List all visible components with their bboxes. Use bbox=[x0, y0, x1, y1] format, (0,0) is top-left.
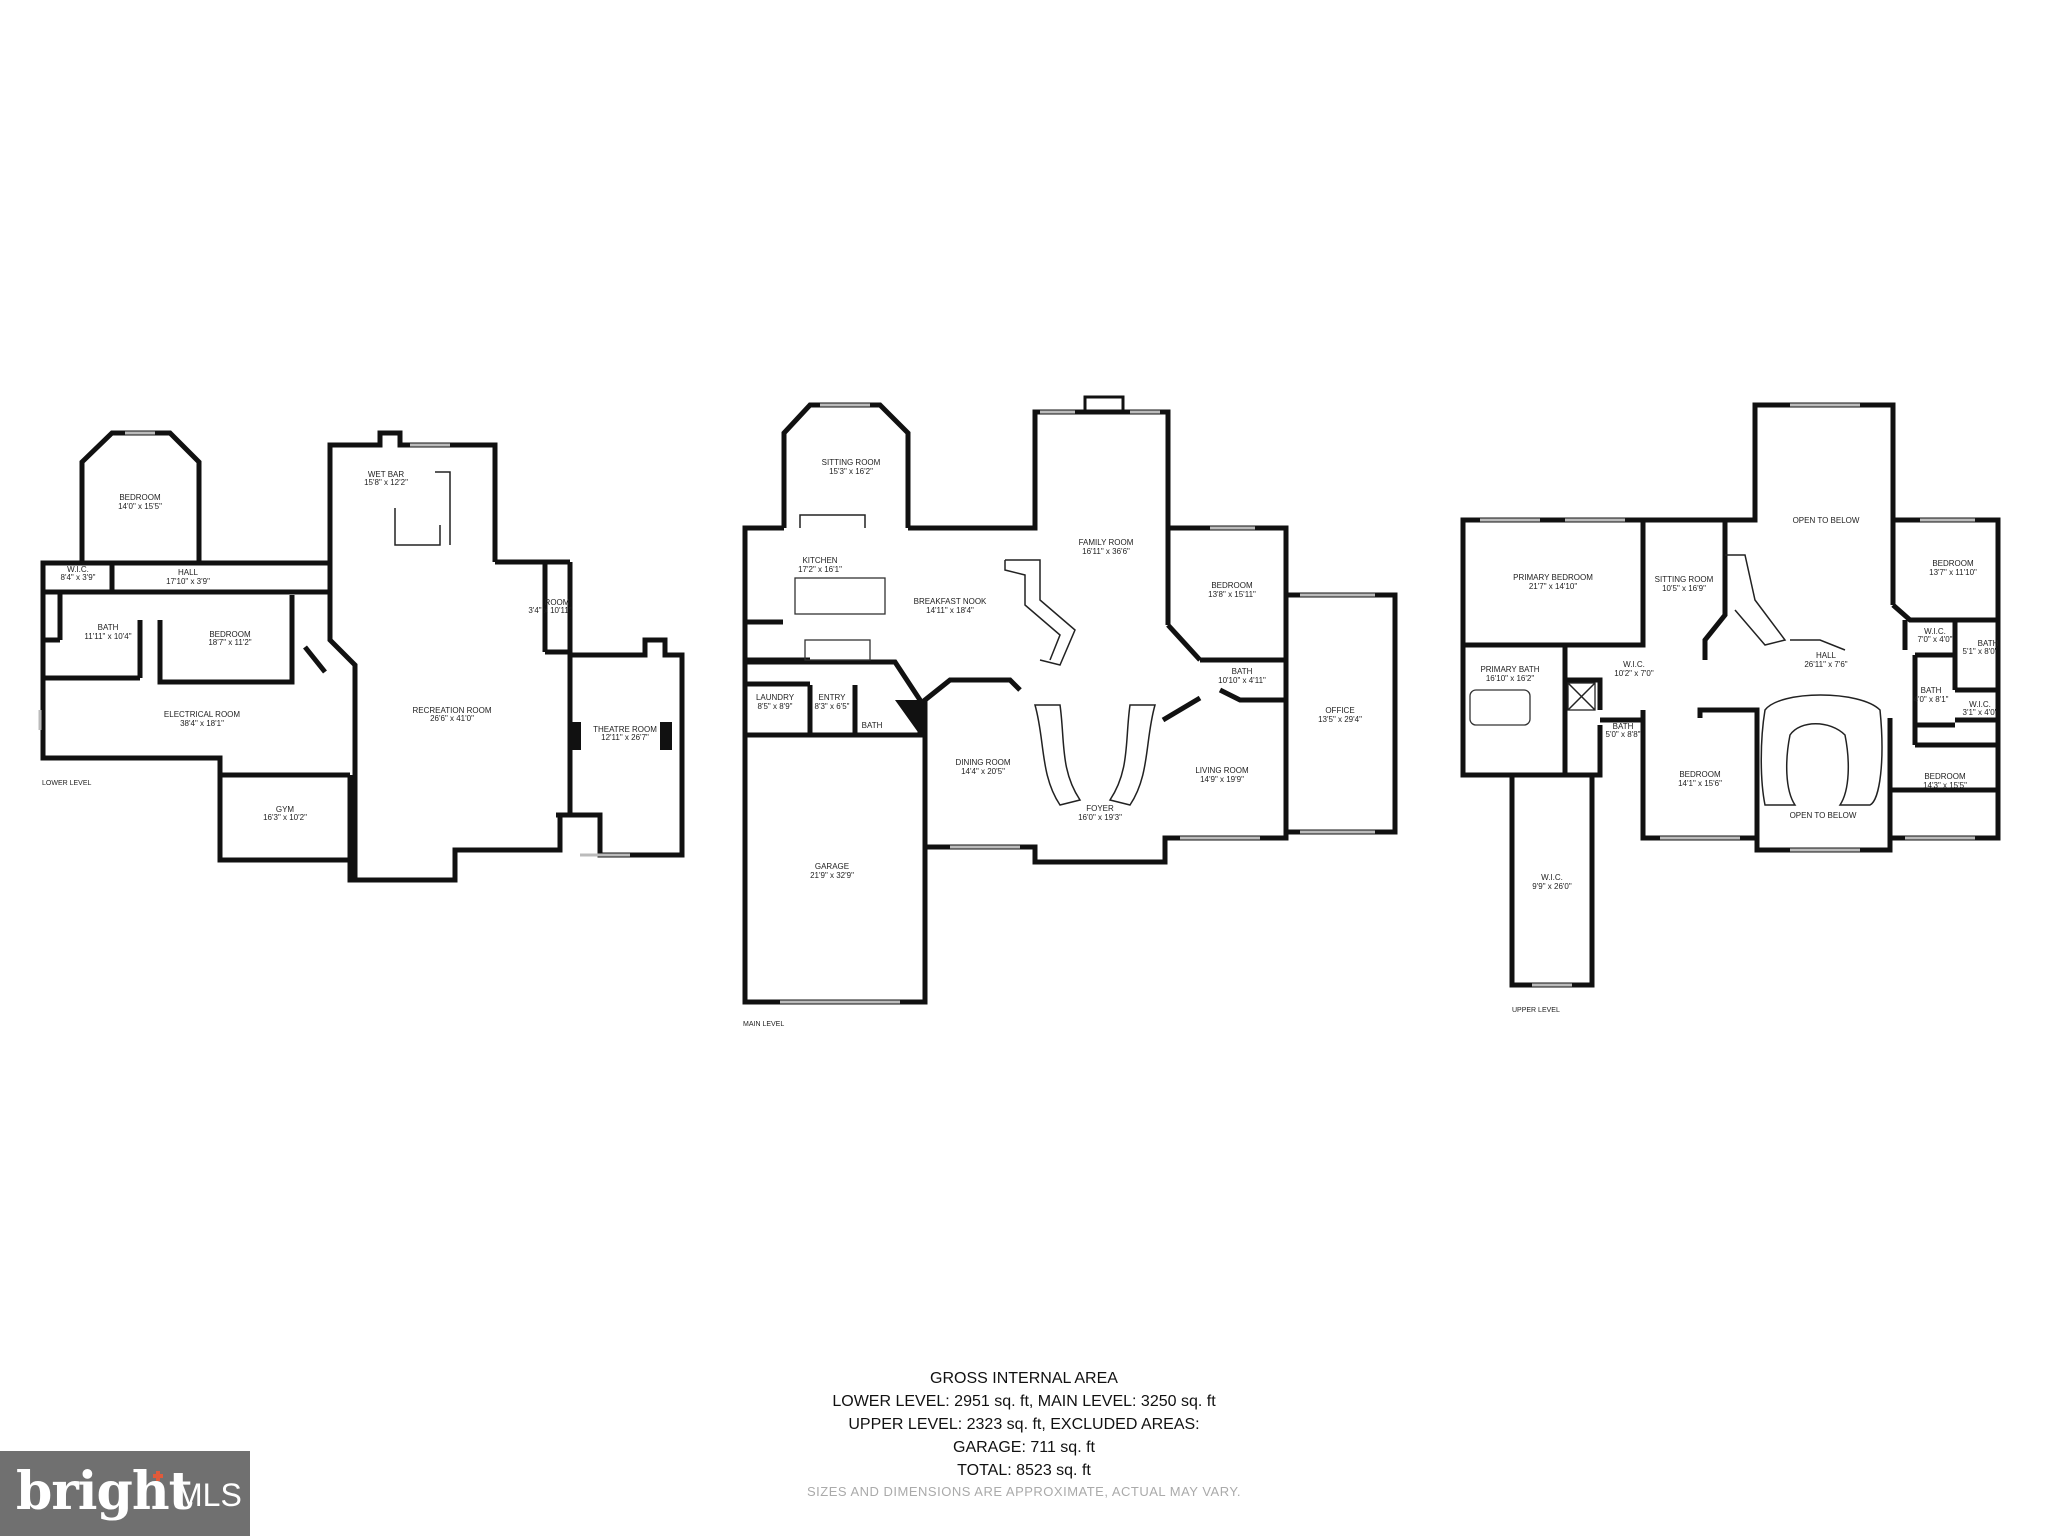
room-dims: 13'7" x 11'10" bbox=[1929, 568, 1977, 577]
room-dims: 12'11" x 26'7" bbox=[601, 733, 649, 742]
area-summary-line: GARAGE: 711 sq. ft bbox=[953, 1439, 1095, 1456]
area-summary-heading: GROSS INTERNAL AREA bbox=[930, 1370, 1118, 1387]
area-summary-line: LOWER LEVEL: 2951 sq. ft, MAIN LEVEL: 32… bbox=[832, 1393, 1216, 1410]
logo-wordmark: bright bbox=[16, 1461, 193, 1522]
room-label: GYM bbox=[276, 805, 295, 814]
room-label: BEDROOM bbox=[1924, 772, 1966, 781]
room-label: PRIMARY BATH bbox=[1480, 665, 1539, 674]
room-label: DINING ROOM bbox=[955, 758, 1010, 767]
room-label: BEDROOM bbox=[209, 630, 251, 639]
room-dims: 18'7" x 11'2" bbox=[208, 638, 251, 647]
room-dims: 10'5" x 16'9" bbox=[1662, 584, 1706, 593]
room-dims: 14'0" x 15'5" bbox=[118, 502, 162, 511]
room-label: BEDROOM bbox=[1211, 581, 1253, 590]
room-label: OPEN TO BELOW bbox=[1790, 811, 1857, 820]
room-dims: 11'11" x 10'4" bbox=[84, 632, 131, 641]
room-label: W.I.C. bbox=[1623, 660, 1645, 669]
room-label: WET BAR bbox=[368, 470, 405, 479]
room-label: BREAKFAST NOOK bbox=[914, 597, 987, 606]
room-dims: 15'8" x 12'2" bbox=[364, 478, 408, 487]
room-dims: 4'0" x 8'1" bbox=[1914, 695, 1949, 704]
room-label: LIVING ROOM bbox=[1195, 766, 1249, 775]
main-level-plan bbox=[742, 395, 1398, 1005]
disclaimer: SIZES AND DIMENSIONS ARE APPROXIMATE, AC… bbox=[807, 1484, 1241, 1499]
room-label: ROOM bbox=[545, 598, 570, 607]
room-label: W.I.C. bbox=[1541, 873, 1563, 882]
room-label: HALL bbox=[178, 568, 199, 577]
room-dims: 17'10" x 3'9" bbox=[166, 577, 210, 586]
room-dims: 14'3" x 15'5" bbox=[1923, 781, 1967, 790]
logo-suffix: MLS bbox=[176, 1477, 242, 1513]
room-dims: 13'8" x 15'11" bbox=[1208, 590, 1256, 599]
room-label: FAMILY ROOM bbox=[1079, 538, 1134, 547]
room-dims: 21'9" x 32'9" bbox=[810, 871, 854, 880]
room-dims: 8'3" x 6'5" bbox=[815, 702, 850, 711]
room-dims: 13'5" x 29'4" bbox=[1318, 715, 1362, 724]
room-dims: 3'4" x 10'11" bbox=[528, 606, 571, 615]
room-dims: 10'10" x 4'11" bbox=[1218, 676, 1266, 685]
room-label: KITCHEN bbox=[802, 556, 837, 565]
room-label: W.I.C. bbox=[67, 565, 89, 574]
room-label: OFFICE bbox=[1325, 706, 1354, 715]
room-label: BATH bbox=[862, 721, 883, 730]
area-summary-total: TOTAL: 8523 sq. ft bbox=[957, 1462, 1091, 1479]
level-label: UPPER LEVEL bbox=[1512, 1007, 1560, 1014]
room-dims: 38'4" x 18'1" bbox=[180, 719, 224, 728]
room-dims: 21'7" x 14'10" bbox=[1529, 582, 1577, 591]
room-label: HALL bbox=[1816, 651, 1837, 660]
room-dims: 26'11" x 7'6" bbox=[1804, 660, 1847, 669]
room-label: BATH bbox=[98, 623, 119, 632]
room-dims: 16'0" x 19'3" bbox=[1078, 813, 1122, 822]
room-dims: 8'4" x 3'9" bbox=[61, 573, 96, 582]
room-label: BATH bbox=[1978, 639, 1999, 648]
room-label: BATH bbox=[1921, 686, 1942, 695]
room-label: SITTING ROOM bbox=[1655, 575, 1714, 584]
room-label: ELECTRICAL ROOM bbox=[164, 710, 240, 719]
room-label: LAUNDRY bbox=[756, 693, 795, 702]
room-label: FOYER bbox=[1086, 804, 1114, 813]
room-dims: 16'3" x 10'2" bbox=[263, 813, 307, 822]
room-dims: 9'9" x 26'0" bbox=[1532, 882, 1572, 891]
room-label: GARAGE bbox=[815, 862, 849, 871]
room-label: W.I.C. bbox=[1924, 627, 1946, 636]
room-dims: 15'3" x 16'2" bbox=[829, 467, 873, 476]
room-dims: 3'1" x 4'0" bbox=[1963, 708, 1998, 717]
spark-icon bbox=[153, 1471, 163, 1481]
room-dims: 16'11" x 36'6" bbox=[1082, 547, 1130, 556]
room-label: THEATRE ROOM bbox=[593, 725, 657, 734]
upper-level-plan bbox=[1460, 402, 2001, 988]
area-summary-line: UPPER LEVEL: 2323 sq. ft, EXCLUDED AREAS… bbox=[848, 1416, 1200, 1433]
room-dims: 16'10" x 16'2" bbox=[1486, 674, 1534, 683]
room-dims: 14'11" x 18'4" bbox=[926, 606, 974, 615]
room-dims: 26'6" x 41'0" bbox=[430, 714, 474, 723]
room-dims: 14'9" x 19'9" bbox=[1200, 775, 1244, 784]
room-label: ENTRY bbox=[819, 693, 847, 702]
room-dims: 8'5" x 8'9" bbox=[758, 702, 793, 711]
room-label: SITTING ROOM bbox=[822, 458, 881, 467]
room-dims: 17'2" x 16'1" bbox=[798, 565, 842, 574]
bright-mls-logo: bright MLS bbox=[0, 1451, 250, 1536]
room-dims: 10'2" x 7'0" bbox=[1614, 669, 1654, 678]
room-label: BATH bbox=[1232, 667, 1253, 676]
level-label: MAIN LEVEL bbox=[743, 1021, 784, 1028]
room-label: RECREATION ROOM bbox=[413, 706, 492, 715]
room-labels: BEDROOM 14'0" x 15'5" W.I.C. 8'4" x 3'9"… bbox=[42, 458, 1999, 1028]
room-label: OPEN TO BELOW bbox=[1793, 516, 1860, 525]
room-label: BATH bbox=[1613, 722, 1634, 731]
level-label: LOWER LEVEL bbox=[42, 780, 92, 787]
room-label: PRIMARY BEDROOM bbox=[1513, 573, 1593, 582]
room-label: BEDROOM bbox=[1679, 770, 1721, 779]
room-dims: 7'0" x 4'0" bbox=[1918, 635, 1953, 644]
lower-level-plan bbox=[38, 430, 685, 883]
room-dims: 5'0" x 8'8" bbox=[1606, 730, 1641, 739]
room-label: W.I.C. bbox=[1969, 700, 1991, 709]
room-label: BEDROOM bbox=[119, 493, 161, 502]
room-dims: 14'4" x 20'5" bbox=[961, 767, 1005, 776]
room-dims: 5'1" x 8'0" bbox=[1963, 647, 1998, 656]
room-label: BEDROOM bbox=[1932, 559, 1974, 568]
room-dims: 14'1" x 15'6" bbox=[1678, 779, 1722, 788]
